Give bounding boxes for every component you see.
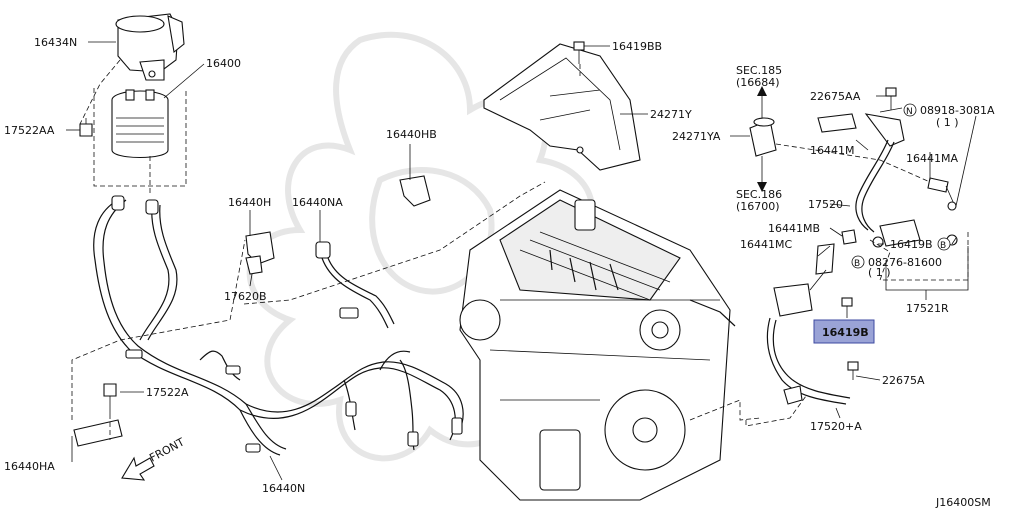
pipe-17520	[855, 113, 957, 233]
b-symbol-small-letter: B	[940, 241, 946, 251]
label-08918-qty: ( 1 )	[936, 116, 959, 129]
arrow-sec185	[757, 86, 767, 118]
sensor-24271YA	[749, 117, 777, 157]
label-16441M[interactable]: 16441M	[810, 144, 854, 157]
label-17620B[interactable]: 17620B	[224, 290, 267, 303]
front-label: FRONT	[147, 435, 187, 464]
highlighted-part-box[interactable]	[813, 319, 875, 344]
label-17520[interactable]: 17520	[808, 198, 843, 211]
hose-16441MC	[809, 243, 835, 291]
bracket-17521R	[872, 219, 958, 248]
b-symbol-small	[937, 237, 951, 251]
label-sec186[interactable]: SEC.186	[736, 188, 782, 201]
hose-16440NA	[315, 241, 395, 329]
leader-lines	[66, 41, 977, 481]
diagram-id: J16400SM	[935, 496, 991, 509]
label-16419B[interactable]: 16419B	[890, 238, 933, 251]
label-16434N[interactable]: 16434N	[34, 36, 77, 49]
bolt-22675A	[847, 361, 859, 380]
label-22675A[interactable]: 22675A	[882, 374, 925, 387]
clip-16440H	[245, 231, 275, 265]
engine-block	[459, 189, 736, 501]
b-symbol-letter: B	[854, 259, 860, 269]
b-symbol	[851, 255, 865, 269]
label-16441MC[interactable]: 16441MC	[740, 238, 792, 251]
guide-lines	[71, 59, 969, 440]
bolt-17522A	[103, 383, 117, 414]
clip-16440HA	[73, 419, 123, 447]
label-sec186-ref: (16700)	[736, 200, 780, 213]
label-08276-qty: ( 1 )	[868, 266, 891, 279]
fuel-hose-assembly-16440N	[93, 195, 464, 456]
label-16419B-highlighted[interactable]: 16419B	[822, 326, 869, 339]
label-sec185[interactable]: SEC.185	[736, 64, 782, 77]
label-16419BB[interactable]: 16419BB	[612, 40, 662, 53]
hose-16441M	[817, 113, 857, 133]
n-symbol	[903, 103, 917, 117]
label-22675AA[interactable]: 22675AA	[810, 90, 861, 103]
label-sec185-ref: (16684)	[736, 76, 780, 89]
n-symbol-letter: N	[906, 107, 913, 117]
label-24271YA[interactable]: 24271YA	[672, 130, 721, 143]
label-17520A[interactable]: 17520+A	[810, 420, 862, 433]
pipe-17520A	[766, 283, 851, 405]
label-08276-81600[interactable]: 08276-81600	[868, 256, 942, 269]
label-16440HA[interactable]: 16440HA	[4, 460, 55, 473]
bolt-17522AA	[79, 118, 93, 137]
bolt-16419B	[841, 297, 853, 318]
label-16441MB[interactable]: 16441MB	[768, 222, 820, 235]
label-16440NA[interactable]: 16440NA	[292, 196, 343, 209]
part-labels: 16434N 16400 17522AA 16440HB 16440H 1644…	[4, 36, 995, 509]
fuel-filter-bracket-16434N	[115, 13, 185, 81]
label-16440H[interactable]: 16440H	[228, 196, 271, 209]
fuel-filter-16400	[111, 89, 169, 158]
label-24271Y[interactable]: 24271Y	[650, 108, 692, 121]
label-16400[interactable]: 16400	[206, 57, 241, 70]
label-17521R[interactable]: 17521R	[906, 302, 949, 315]
label-16440N[interactable]: 16440N	[262, 482, 305, 495]
clip-17620B	[245, 255, 263, 275]
label-17522A[interactable]: 17522A	[146, 386, 189, 399]
clip-16440HB	[399, 175, 431, 207]
engine-cover-24271Y	[483, 43, 641, 171]
arrow-sec186	[757, 156, 767, 192]
front-arrow	[121, 456, 155, 481]
label-16440HB[interactable]: 16440HB	[386, 128, 437, 141]
label-08918-3081A[interactable]: 08918-3081A	[920, 104, 995, 117]
label-17522AA[interactable]: 17522AA	[4, 124, 55, 137]
hose-16441MB	[841, 229, 857, 245]
bolt-22675AA	[885, 87, 897, 110]
label-16441MA[interactable]: 16441MA	[906, 152, 958, 165]
